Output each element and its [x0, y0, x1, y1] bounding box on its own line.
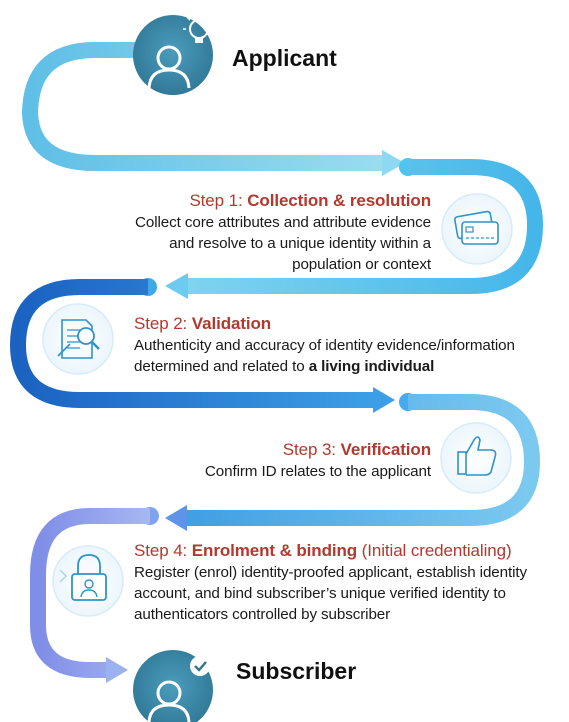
- flow-segment-4: [165, 394, 541, 531]
- step-2-block: Step 2: Validation Authenticity and accu…: [134, 313, 564, 377]
- flow-segment-5: [30, 508, 150, 683]
- step-1-line-2: and resolve to a unique identity within …: [169, 235, 431, 252]
- step-4-block: Step 4: Enrolment & binding (Initial cre…: [134, 540, 566, 625]
- step-1-line-1: Collect core attributes and attribute ev…: [135, 214, 431, 231]
- step-1-title: Step 1: Collection & resolution: [189, 191, 431, 210]
- flow-segment-1: [22, 42, 405, 176]
- step-4-name: Enrolment & binding: [191, 541, 358, 560]
- step-4-line-2: account, and bind subscriber’s unique ve…: [134, 585, 506, 602]
- step-3-line-1: Confirm ID relates to the applicant: [204, 463, 431, 480]
- step-1-name: Collection & resolution: [247, 191, 431, 210]
- step-3-name: Verification: [340, 440, 432, 459]
- flow-segment-2: [165, 159, 544, 299]
- step-2-name: Validation: [191, 314, 272, 333]
- step-4-title: Step 4: Enrolment & binding (Initial cre…: [134, 541, 512, 560]
- padlock-user-icon: [52, 545, 124, 617]
- applicant-label: Applicant: [232, 45, 337, 71]
- subscriber-label: Subscriber: [236, 658, 357, 684]
- document-magnifier-icon: [42, 303, 114, 375]
- arrow-right-5: [106, 657, 128, 683]
- step-2-bold-tail: a living individual: [308, 358, 435, 375]
- step-1-block: Step 1: Collection & resolution Collect …: [11, 190, 431, 275]
- step-4-line-3: authenticators controlled by subscriber: [134, 606, 391, 623]
- arrow-right-3: [373, 387, 395, 413]
- step-4-line-1: Register (enrol) identity-proofed applic…: [134, 564, 528, 581]
- flow-segment-3: [9, 279, 395, 413]
- arrow-left-4: [165, 505, 187, 531]
- step-2-title: Step 2: Validation: [134, 314, 272, 333]
- user-check-icon: [133, 650, 213, 722]
- credit-cards-icon: [441, 193, 513, 265]
- arrow-left-2: [165, 273, 188, 299]
- step-1-line-3: population or context: [292, 256, 431, 273]
- step-4-suffix: (Initial credentialing): [357, 541, 512, 560]
- thumbs-up-icon: [440, 422, 512, 494]
- step-2-line-2: determined and related to a living indiv…: [134, 358, 435, 375]
- arrow-right-1: [382, 150, 405, 176]
- step-2-line-1: Authenticity and accuracy of identity ev…: [134, 337, 515, 354]
- user-lightbulb-icon: [133, 12, 215, 95]
- step-3-block: Step 3: Verification Confirm ID relates …: [31, 439, 431, 482]
- step-3-title: Step 3: Verification: [282, 440, 432, 459]
